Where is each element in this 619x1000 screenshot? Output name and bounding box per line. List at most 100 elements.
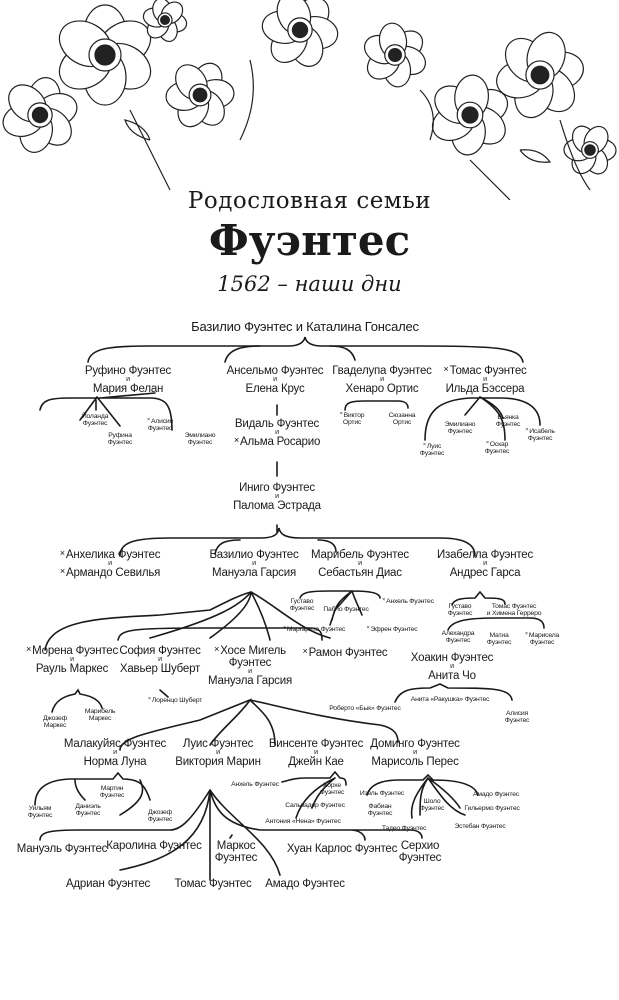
leaf-stem: [419, 89, 434, 141]
person-node: Маркос Фуэнтес: [215, 840, 258, 864]
person-node: Хорхе Фуэнтес: [320, 782, 345, 796]
connector-malakuyas: [34, 771, 151, 816]
spouse-name: Норма Луна: [83, 756, 147, 769]
person-name: Бьянка Фуэнтес: [495, 414, 521, 429]
person-name: Джозеф Фуэнтес: [147, 809, 173, 824]
person-name: Сюзанна Ортис: [388, 412, 416, 427]
person-node: Хуан Карлос Фуэнтес: [287, 843, 398, 855]
flower-icon: [58, 4, 152, 106]
person-node: Марибель Маркес: [84, 708, 116, 723]
person-name: Алисия Фуэнтес: [147, 418, 173, 433]
person-node: Анита «Ракушка» Фуэнтес: [411, 696, 490, 703]
conjunction: и: [70, 656, 74, 664]
person-node: Эмилиано Фуэнтес: [445, 421, 476, 435]
person-name: Винсенте Фуэнтес: [268, 738, 364, 750]
person-name: Томас Фуэнтес и Химена Герреро: [486, 603, 542, 618]
person-name: Видаль Фуэнтес: [234, 418, 320, 430]
person-name: Амадо Фуэнтес: [265, 878, 345, 890]
person-name: Руфино Фуэнтес: [84, 365, 172, 377]
person-node: Густаво Фуэнтес: [290, 598, 315, 612]
person-name: Мартин Фуэнтес: [99, 785, 125, 800]
person-node: Даниэль Фуэнтес: [75, 803, 101, 818]
conjunction: и: [273, 376, 277, 384]
person-name: Лоренцо Шуберт: [151, 697, 203, 704]
conjunction: и: [358, 560, 362, 568]
conjunction: и: [126, 376, 130, 384]
person-node: Амадо Фуэнтес: [473, 791, 519, 798]
person-node: Шоло Фуэнтес: [420, 798, 445, 812]
connector-joaquin: [394, 683, 513, 703]
person-node: Густаво Фуэнтес: [448, 603, 473, 617]
person-name: Маргарита Фуэнтес: [286, 626, 346, 633]
spouse-name: Виктория Марин: [175, 756, 261, 769]
person-name: Томас Фуэнтес: [174, 878, 252, 890]
person-name: Марибель Фуэнтес: [311, 549, 409, 561]
deceased-marker-icon: ×: [382, 597, 386, 603]
deceased-marker-icon: ×: [339, 411, 343, 417]
connector-basilio: [44, 591, 331, 651]
conjunction: и: [483, 376, 487, 384]
person-name: Исабель Фуэнтес: [527, 428, 555, 443]
leaf-stem: [124, 119, 151, 141]
conjunction: и: [216, 749, 220, 757]
leaf-stem: [239, 59, 254, 141]
person-node: Гильермо Фуэнтес: [464, 805, 519, 812]
connector-tomas: [424, 396, 541, 441]
person-node: ×Исабель Фуэнтес: [525, 427, 555, 443]
connector-izabella: [447, 590, 545, 631]
person-node: Антония «Нена» Фуэнтес: [265, 818, 341, 825]
person-node: Руфина Фуэнтес: [108, 432, 133, 446]
connector-luis: [39, 789, 423, 881]
person-name: Сальвадор Фуэнтес: [285, 802, 345, 809]
connector-vinsente: [281, 770, 347, 819]
person-node: ×Рамон Фуэнтес: [302, 646, 388, 659]
flower-icon: [165, 62, 235, 128]
person-name: Тадео Фуэнтес: [381, 825, 427, 832]
person-name: Эмилиано Фуэнтес: [184, 432, 216, 447]
person-name: Алисия Фуэнтес: [504, 710, 530, 725]
spouse-name: Армандо Севилья: [65, 567, 161, 580]
spouse-name: Марисоль Перес: [371, 756, 459, 769]
connector-domingo: [366, 773, 479, 819]
conjunction: и: [275, 493, 279, 501]
person-name: Хорхе Фуэнтес: [319, 782, 345, 797]
person-node: Тадео Фуэнтес: [381, 825, 427, 832]
person-name: Шоло Фуэнтес: [419, 798, 445, 813]
connector-jose: [119, 698, 399, 751]
person-name: Мануэль Фуэнтес: [16, 843, 108, 855]
conjunction: и: [252, 560, 256, 568]
person-node: Фабиан Фуэнтес: [368, 803, 393, 817]
person-node: Сальвадор Фуэнтес: [285, 802, 345, 809]
flower-icon: [496, 31, 584, 119]
spouse-name: Себастьян Диас: [318, 567, 402, 580]
spouse-name: Джейн Кае: [288, 756, 344, 769]
person-name: Гильермо Фуэнтес: [464, 805, 520, 812]
connector-ortis: [344, 400, 409, 411]
person-name: Гваделупа Фуэнтес: [332, 365, 432, 377]
person-node: ×Виктор Ортис: [339, 411, 365, 426]
person-name: Марибель Маркес: [84, 708, 116, 723]
person-name: Даниэль Фуэнтес: [75, 803, 101, 818]
conjunction: и: [450, 663, 454, 671]
person-name: Серхио Фуэнтес: [398, 840, 442, 865]
person-name: Алехандра Фуэнтес: [441, 630, 475, 645]
title-subtitle: Родословная семьи: [187, 188, 432, 214]
person-node: ×Марисела Фуэнтес: [525, 631, 559, 646]
person-name: Пабло Фуэнтес: [323, 606, 369, 613]
connector-basilio-cousins: [117, 627, 323, 641]
person-node: ×Маргарита Фуэнтес: [283, 625, 346, 633]
conjunction: и: [314, 749, 318, 757]
person-name: Эстебан Фуэнтес: [454, 823, 506, 830]
person-node: Джозеф Фуэнтес: [148, 809, 173, 823]
spouse-name: Хенаро Ортис: [345, 383, 419, 396]
deceased-marker-icon: ×: [302, 646, 308, 656]
